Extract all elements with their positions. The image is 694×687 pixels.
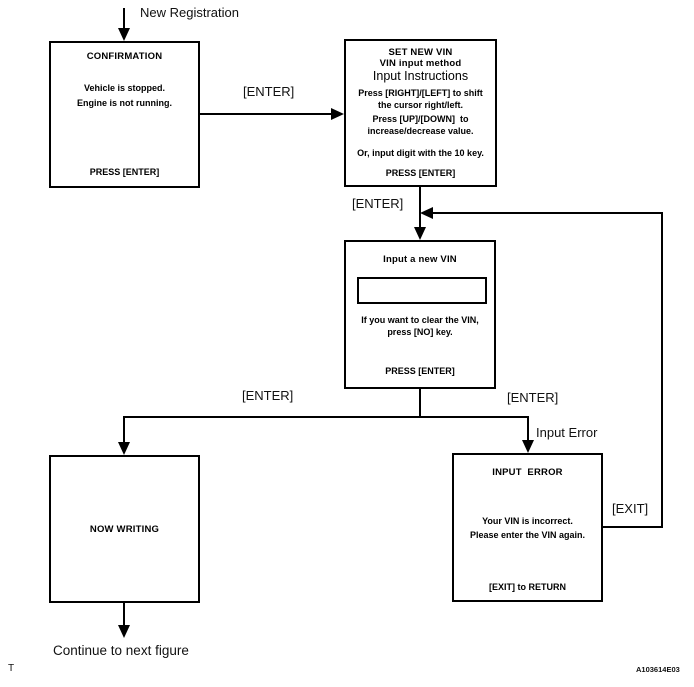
input-error-box: INPUT ERROR Your VIN is incorrect. Pleas…	[452, 453, 603, 602]
write-branch-arrowhead-icon	[118, 442, 130, 455]
exit-return-line-horizontal	[431, 212, 663, 214]
entry-arrowhead-icon	[118, 28, 130, 41]
set-new-vin-line: the cursor right/left.	[377, 99, 463, 110]
input-vin-line: If you want to clear the VIN,	[361, 315, 479, 325]
now-writing-box: NOW WRITING	[49, 455, 200, 603]
confirmation-title: CONFIRMATION	[86, 51, 163, 62]
figure-code: A103614E03	[636, 665, 680, 674]
input-vin-line: press [NO] key.	[387, 326, 453, 337]
enter-label-write: [ENTER]	[242, 388, 294, 403]
error-branch-line	[527, 416, 529, 441]
split-horizontal-line	[123, 416, 529, 418]
set-new-vin-line: Press [UP]/[DOWN] to	[372, 114, 469, 124]
continue-next-figure-label: Continue to next figure	[53, 643, 189, 658]
exit-return-line-vertical	[661, 212, 663, 528]
continue-flow-line	[123, 603, 125, 626]
continue-arrowhead-icon	[118, 625, 130, 638]
write-branch-line	[123, 416, 125, 443]
enter-label-confirm: [ENTER]	[243, 84, 295, 99]
enter-label-set-vin: [ENTER]	[352, 196, 404, 211]
set-new-vin-subtitle: VIN input method	[379, 58, 462, 69]
confirmation-line: Engine is not running.	[77, 97, 172, 108]
set-vin-arrowhead-icon	[414, 227, 426, 240]
input-vin-box: Input a new VIN If you want to clear the…	[344, 240, 496, 389]
set-new-vin-line: Press [RIGHT]/[LEFT] to shift	[358, 88, 483, 98]
new-registration-label: New Registration	[140, 5, 239, 20]
input-vin-footer: PRESS [ENTER]	[385, 366, 455, 376]
exit-label: [EXIT]	[612, 501, 649, 516]
input-error-line: Please enter the VIN again.	[469, 529, 586, 540]
split-stem-line	[419, 389, 421, 418]
set-new-vin-box: SET NEW VIN VIN input method Input Instr…	[344, 39, 497, 187]
confirmation-line: Vehicle is stopped.	[83, 83, 166, 93]
input-instructions-heading: Input Instructions	[372, 69, 469, 83]
input-vin-title: Input a new VIN	[383, 254, 457, 265]
confirmation-footer: PRESS [ENTER]	[89, 167, 160, 177]
input-error-footer: [EXIT] to RETURN	[489, 582, 566, 592]
now-writing-title: NOW WRITING	[89, 523, 160, 535]
exit-flow-line	[603, 526, 663, 528]
set-new-vin-line: increase/decrease value.	[367, 125, 474, 136]
entry-flow-line	[123, 8, 125, 31]
enter-label-error: [ENTER]	[507, 390, 559, 405]
confirmation-box: CONFIRMATION Vehicle is stopped. Engine …	[49, 41, 200, 188]
vin-input-field	[357, 277, 487, 304]
error-branch-arrowhead-icon	[522, 440, 534, 453]
set-new-vin-title: SET NEW VIN	[388, 47, 453, 58]
enter-arrowhead-right-icon	[331, 108, 344, 120]
set-new-vin-footer: PRESS [ENTER]	[385, 168, 456, 178]
set-new-vin-line: Or, input digit with the 10 key.	[357, 148, 484, 158]
input-error-line: Your VIN is incorrect.	[482, 516, 573, 526]
footnote-marker: T	[8, 663, 15, 674]
input-error-edge-label: Input Error	[536, 425, 598, 440]
enter-flow-line-1	[200, 113, 334, 115]
exit-return-arrowhead-icon	[420, 207, 433, 219]
input-error-title: INPUT ERROR	[492, 467, 563, 478]
